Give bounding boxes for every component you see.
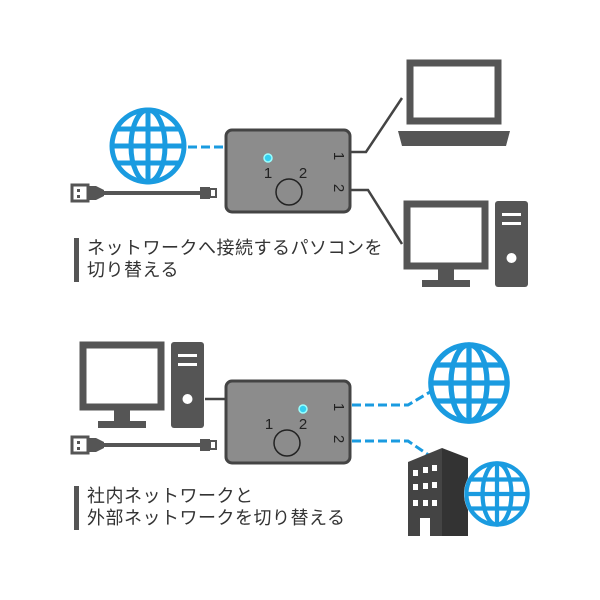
led-label-1: 1 bbox=[264, 165, 272, 182]
led-label-1: 1 bbox=[265, 416, 273, 433]
caption-bottom: 社内ネットワークと 外部ネットワークを切り替える bbox=[74, 486, 345, 530]
pc1-link bbox=[350, 97, 404, 154]
led-label-2: 2 bbox=[299, 416, 307, 433]
port-label-2: 2 bbox=[330, 435, 347, 443]
internal-network-link bbox=[352, 439, 431, 458]
port-label-1: 1 bbox=[330, 403, 347, 411]
kvm-switch: 1 2 1 2 bbox=[224, 128, 352, 214]
switch-button[interactable] bbox=[275, 178, 303, 206]
desktop-pc-icon bbox=[83, 342, 204, 428]
caption-line: 切り替える bbox=[87, 260, 179, 281]
office-building-icon bbox=[408, 448, 468, 536]
switch-button[interactable] bbox=[273, 429, 301, 457]
laptop-icon bbox=[398, 59, 510, 146]
internet-globe-icon bbox=[464, 461, 530, 527]
external-network-link bbox=[352, 390, 431, 407]
led-icon bbox=[298, 404, 308, 414]
caption-line: 外部ネットワークを切り替える bbox=[87, 508, 346, 529]
desktop-pc-icon bbox=[407, 201, 528, 287]
kvm-switch: 1 2 1 2 bbox=[224, 379, 352, 465]
caption-line: 社内ネットワークと bbox=[87, 486, 254, 507]
pc2-link bbox=[350, 188, 404, 245]
port-label-2: 2 bbox=[330, 184, 347, 192]
usb-cable-icon bbox=[70, 435, 218, 455]
port-label-1: 1 bbox=[330, 152, 347, 160]
usb-cable-icon bbox=[70, 183, 218, 203]
led-label-2: 2 bbox=[299, 165, 307, 182]
caption-top: ネットワークへ接続するパソコンを 切り替える bbox=[74, 238, 383, 282]
internet-globe-icon bbox=[112, 110, 184, 182]
led-icon bbox=[263, 153, 273, 163]
caption-line: ネットワークへ接続するパソコンを bbox=[87, 238, 383, 259]
internet-globe-icon bbox=[431, 345, 507, 421]
